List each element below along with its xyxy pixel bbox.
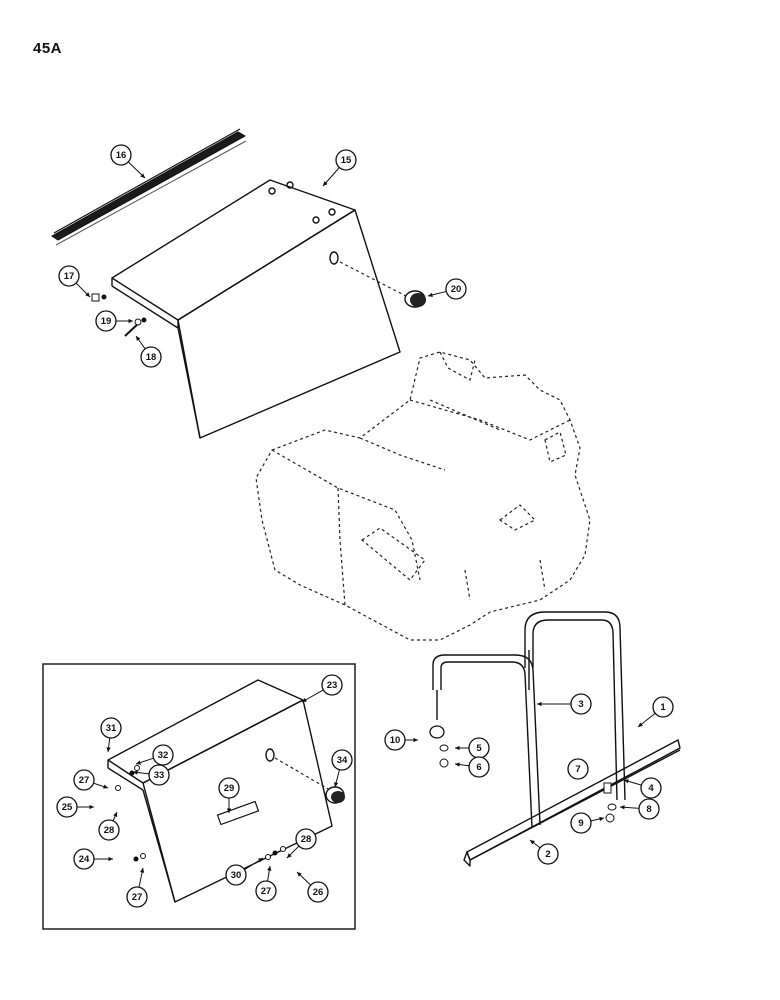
callout-label: 9 bbox=[578, 818, 583, 829]
callout-label: 4 bbox=[648, 783, 654, 794]
inset-box bbox=[42, 663, 356, 930]
callout-28: 28 bbox=[286, 828, 317, 859]
callout-label: 28 bbox=[104, 825, 115, 836]
callout-2: 2 bbox=[529, 839, 559, 865]
callout-label: 24 bbox=[79, 854, 90, 865]
callout-27: 27 bbox=[255, 865, 277, 902]
callout-label: 31 bbox=[106, 723, 117, 734]
callout-layer: 16 15 17 19 18 20 1 3 10 5 6 7 4 8 9 2 23 31 32 33 34 27 25 29 2… bbox=[56, 144, 674, 908]
callout-label: 1 bbox=[660, 702, 666, 713]
callout-28: 28 bbox=[98, 811, 120, 841]
callout-34: 34 bbox=[331, 749, 353, 788]
callout-1: 1 bbox=[637, 696, 674, 728]
callout-label: 6 bbox=[476, 762, 481, 773]
callout-25: 25 bbox=[56, 796, 94, 818]
callout-19: 19 bbox=[95, 310, 133, 332]
callout-label: 34 bbox=[337, 755, 348, 766]
callout-26: 26 bbox=[296, 871, 329, 903]
callout-label: 29 bbox=[224, 783, 235, 794]
callout-label: 7 bbox=[575, 764, 580, 775]
callout-label: 32 bbox=[158, 750, 169, 761]
callout-17: 17 bbox=[58, 265, 91, 298]
hood-cover-panel bbox=[111, 179, 407, 439]
callout-33: 33 bbox=[132, 764, 170, 786]
callout-15: 15 bbox=[322, 149, 357, 187]
callout-3: 3 bbox=[537, 693, 592, 715]
callout-10: 10 bbox=[384, 729, 418, 751]
callout-23: 23 bbox=[301, 674, 343, 703]
callout-label: 33 bbox=[154, 770, 165, 781]
fasteners-17-18-19 bbox=[91, 293, 147, 337]
callout-label: 20 bbox=[451, 284, 462, 295]
callout-30: 30 bbox=[225, 857, 264, 886]
callout-label: 25 bbox=[62, 802, 73, 813]
callout-label: 27 bbox=[79, 775, 90, 786]
callout-label: 10 bbox=[390, 735, 401, 746]
seal-strip bbox=[51, 128, 247, 246]
callout-label: 2 bbox=[545, 849, 550, 860]
callout-18: 18 bbox=[135, 335, 162, 368]
callout-label: 27 bbox=[261, 886, 272, 897]
callout-label: 5 bbox=[476, 743, 482, 754]
callout-31: 31 bbox=[100, 717, 122, 753]
callout-4: 4 bbox=[623, 777, 662, 799]
callout-8: 8 bbox=[619, 798, 660, 820]
callout-label: 27 bbox=[132, 892, 143, 903]
callout-16: 16 bbox=[110, 144, 146, 179]
plug-20 bbox=[404, 290, 426, 308]
callout-7: 7 bbox=[567, 758, 589, 780]
callout-label: 8 bbox=[646, 804, 651, 815]
callout-5: 5 bbox=[455, 737, 490, 759]
callout-6: 6 bbox=[454, 756, 490, 778]
callout-label: 23 bbox=[327, 680, 338, 691]
callout-24: 24 bbox=[73, 848, 113, 870]
fuel-tank-outline bbox=[255, 351, 591, 641]
callout-label: 28 bbox=[301, 834, 312, 845]
callout-29: 29 bbox=[218, 777, 240, 813]
callout-label: 16 bbox=[116, 150, 127, 161]
callout-label: 3 bbox=[578, 699, 583, 710]
callout-27: 27 bbox=[126, 867, 148, 908]
tank-straps-and-support bbox=[429, 611, 681, 867]
callout-label: 26 bbox=[313, 887, 324, 898]
callout-label: 15 bbox=[341, 155, 352, 166]
callout-label: 30 bbox=[231, 870, 242, 881]
page-number: 45A bbox=[33, 40, 63, 57]
callout-20: 20 bbox=[427, 278, 467, 300]
alternate-cover-panel bbox=[107, 679, 345, 903]
callout-32: 32 bbox=[135, 744, 174, 766]
callout-label: 19 bbox=[101, 316, 112, 327]
callout-9: 9 bbox=[570, 812, 605, 834]
callout-27: 27 bbox=[73, 769, 109, 791]
callout-label: 18 bbox=[146, 352, 157, 363]
callout-label: 17 bbox=[64, 271, 75, 282]
